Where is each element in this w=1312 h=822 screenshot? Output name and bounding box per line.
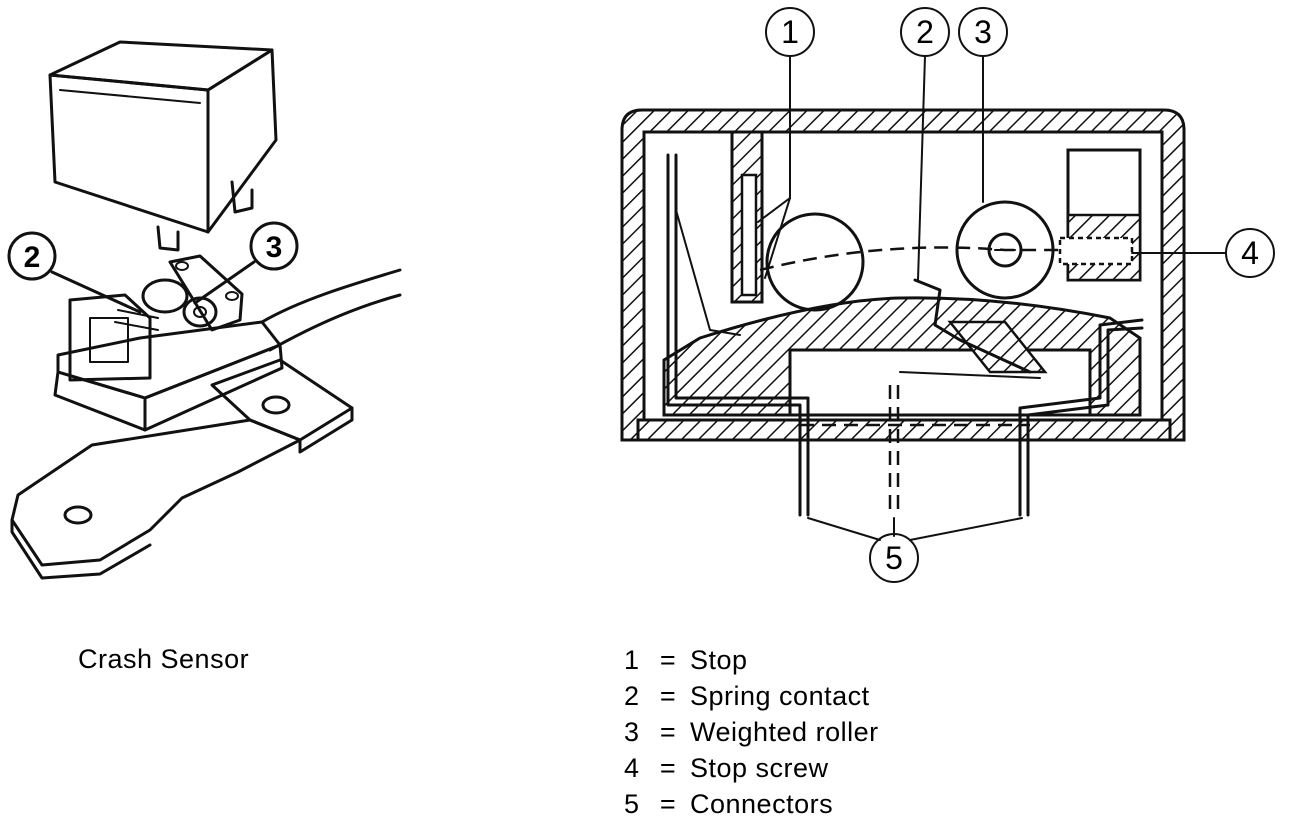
legend-text: Stop [690, 645, 748, 675]
housing-bottom-plate [636, 418, 1172, 442]
legend-number: 2 [624, 681, 640, 711]
legend-text: Connectors [690, 789, 834, 819]
legend-number: 5 [624, 789, 640, 819]
connector-wire-right [1018, 318, 1144, 517]
sensor-base [53, 254, 284, 432]
svg-text:2: 2 [916, 14, 934, 50]
figure-caption: Crash Sensor [78, 644, 250, 674]
sensor-cross-section: 1 2 3 4 5 [620, 7, 1275, 583]
legend-item: 4=Stop screw [624, 750, 879, 786]
callout-2-left: 2 [7, 231, 142, 314]
legend-text: Stop screw [690, 753, 829, 783]
roller-rest [765, 212, 865, 312]
legend-item: 2=Spring contact [624, 678, 879, 714]
svg-text:3: 3 [266, 231, 283, 264]
svg-text:5: 5 [885, 540, 903, 576]
legend-item: 1=Stop [624, 642, 879, 678]
callout-5-right: 5 [807, 517, 1023, 583]
svg-text:3: 3 [974, 14, 992, 50]
callout-3-left: 3 [193, 221, 299, 305]
callout-1-right: 1 [757, 7, 815, 279]
legend-item: 5=Connectors [624, 786, 879, 822]
spring-contact [913, 278, 1032, 374]
crash-sensor-illustration: 2 3 [7, 40, 402, 580]
legend-number: 4 [624, 753, 640, 783]
mounting-hole-icon [63, 505, 93, 525]
mounting-bracket [10, 358, 354, 580]
mounting-hole-icon [261, 395, 291, 415]
legend-number: 3 [624, 717, 640, 747]
svg-text:1: 1 [781, 14, 799, 50]
sensor-cable [260, 268, 402, 352]
legend: 1=Stop 2=Spring contact 3=Weighted rolle… [624, 642, 879, 822]
legend-text: Spring contact [690, 681, 870, 711]
svg-text:2: 2 [24, 241, 41, 274]
roller-path [759, 246, 1060, 272]
callout-4-right: 4 [1131, 228, 1275, 278]
legend-item: 3=Weighted roller [624, 714, 879, 750]
callout-3-right: 3 [958, 7, 1008, 203]
svg-text:4: 4 [1241, 235, 1259, 271]
callout-2-right: 2 [900, 7, 950, 281]
legend-text: Weighted roller [690, 717, 879, 747]
legend-number: 1 [624, 645, 640, 675]
connector-wire-left [666, 153, 802, 517]
stop-screw [1058, 236, 1134, 266]
sensor-cover [48, 40, 278, 252]
